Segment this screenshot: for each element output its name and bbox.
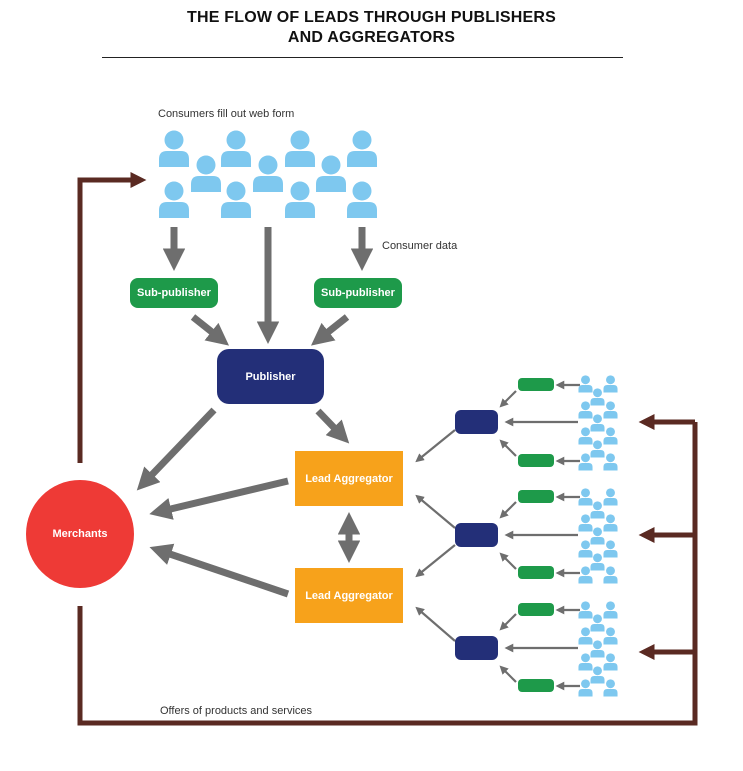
consumer-cluster-2-icon [578, 488, 618, 584]
mini-sub-publisher-2b [518, 566, 554, 579]
mini-sub-publisher-3b [518, 679, 554, 692]
arrow-publisher-to-aggregator [315, 408, 350, 444]
arrow-cluster1-to-aggregator [415, 429, 456, 463]
lead-aggregator-top-node: Lead Aggregator [295, 451, 403, 506]
sub-publisher-right-node: Sub-publisher [314, 278, 402, 308]
consumer-data-label: Consumer data [382, 240, 458, 252]
mini-publisher-2 [455, 523, 498, 547]
consumer-cluster-1-icon [578, 375, 618, 471]
offers-label: Offers of products and services [160, 705, 313, 717]
mini-publisher-1 [455, 410, 498, 434]
arrow-subpub-left-to-publisher [190, 314, 230, 346]
mini-sub-publisher-1b [518, 454, 554, 467]
title-divider [102, 57, 623, 58]
arrow-cluster2-to-aggregator-bottom [415, 544, 456, 578]
consumer-crowd-icon [159, 130, 377, 218]
title-line-1: THE FLOW OF LEADS THROUGH PUBLISHERS [187, 9, 556, 26]
arrow-subpub-right-to-publisher [310, 314, 350, 346]
arrow-publisher-to-merchants [136, 407, 217, 491]
merchants-node: Merchants [26, 480, 134, 588]
mini-sub-publisher-1a [518, 378, 554, 391]
title-line-2: AND AGGREGATORS [287, 29, 456, 46]
arrow-cluster2-to-aggregator-top [415, 494, 456, 529]
arrow-aggregator-bottom-to-merchants [149, 543, 290, 598]
mini-publisher-3 [455, 636, 498, 660]
sub-publisher-left-node: Sub-publisher [130, 278, 218, 308]
offers-feedback-line [77, 422, 698, 726]
diagram-title: THE FLOW OF LEADS THROUGH PUBLISHERS AND… [0, 8, 743, 48]
mini-sub-publisher-2a [518, 490, 554, 503]
mini-sub-publisher-3a [518, 603, 554, 616]
arrow-aggregator-top-to-merchants [149, 477, 289, 520]
consumer-cluster-3-icon [578, 601, 618, 697]
publisher-node: Publisher [217, 349, 324, 404]
arrow-merchants-to-consumers [77, 171, 147, 463]
arrow-cluster3-to-aggregator [415, 606, 456, 642]
consumers-label: Consumers fill out web form [158, 108, 295, 120]
lead-aggregator-bottom-node: Lead Aggregator [295, 568, 403, 623]
